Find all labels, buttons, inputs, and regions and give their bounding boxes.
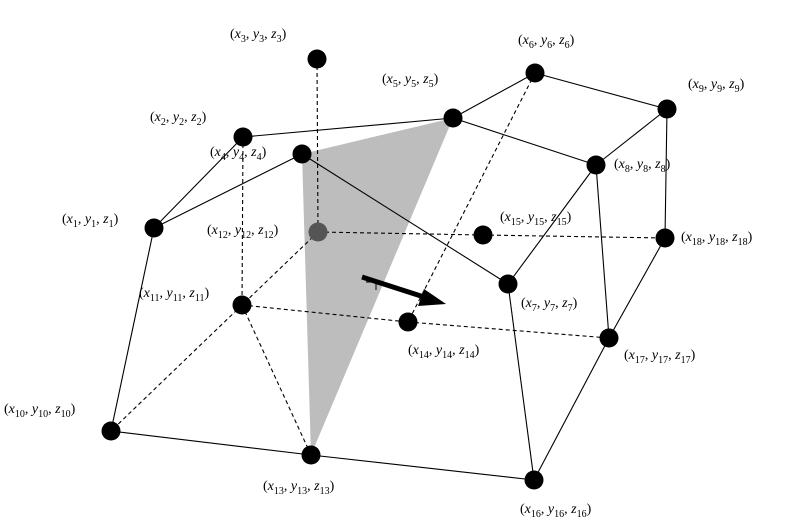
edge-solid-10-13 [110, 430, 312, 456]
edge-solid-1-4 [153, 153, 303, 229]
node-2 [233, 127, 253, 147]
node-label-17: (x17​, y17​, z17​) [624, 348, 696, 366]
edge-dashed-11-13 [241, 304, 312, 456]
node-14 [398, 312, 418, 332]
node-label-15: (x15​, y15​, z15​) [500, 210, 572, 228]
node-label-2: (x2​, y2​, z2​) [150, 110, 207, 128]
node-1 [144, 218, 164, 238]
edge-solid-17-8 [595, 164, 610, 339]
node-12 [308, 222, 328, 242]
node-label-18: (x18​, y18​, z18​) [681, 230, 753, 248]
node-label-1: (x1​, y1​, z1​) [62, 212, 119, 230]
node-label-3: (x3​, y3​, z3​) [230, 27, 287, 45]
edge-dashed-6-14 [407, 72, 536, 323]
node-13 [301, 445, 321, 465]
edge-solid-5-6 [452, 72, 536, 119]
edge-solid-8-5 [452, 117, 597, 166]
node-6 [525, 63, 545, 83]
edge-solid-2-5 [242, 117, 454, 138]
node-label-11: (x11​, y11​, z11​) [139, 286, 209, 304]
edge-dashed-2-11 [241, 136, 244, 306]
node-15 [473, 225, 493, 245]
node-8 [586, 155, 606, 175]
node-label-10: (x10​, y10​, z10​) [4, 402, 76, 420]
edge-solid-4-7 [301, 153, 509, 285]
node-label-16: (x16​, y16​, z16​) [520, 502, 592, 520]
node-label-5: (x5​, y5​, z5​) [382, 72, 439, 90]
edge-solid-18-9 [664, 108, 668, 239]
node-10 [101, 421, 121, 441]
edge-solid-7-8 [507, 164, 597, 285]
edge-dashed-12-10 [110, 231, 319, 432]
node-5 [443, 108, 463, 128]
edge-solid-9-8 [595, 108, 668, 166]
edge-solid-1-10 [110, 227, 155, 432]
node-17 [599, 328, 619, 348]
edge-solid-1-2 [153, 136, 244, 229]
edge-dashed-14-17 [407, 321, 610, 339]
node-label-6: (x6​, y6​, z6​) [518, 33, 575, 51]
node-label-4: (x4​, y4​, z4​) [210, 145, 267, 163]
node-label-14: (x14​, y14​, z14​) [408, 343, 480, 361]
node-label-9: (x9​, y9​, z9​) [688, 77, 745, 95]
edge-solid-16-17 [533, 337, 610, 481]
node-label-12: (x12​, y12​, z12​) [207, 223, 279, 241]
edge-dashed-15-18 [482, 234, 666, 239]
normal-arrow-shaft [361, 274, 425, 300]
edge-solid-16-7 [507, 283, 535, 481]
edge-dashed-3-12 [316, 58, 319, 233]
node-18 [655, 228, 675, 248]
edge-solid-6-9 [534, 72, 668, 110]
node-16 [524, 470, 544, 490]
shaded-section-face [302, 118, 453, 455]
node-7 [498, 274, 518, 294]
edge-solid-17-18 [608, 237, 666, 339]
node-4 [292, 144, 312, 164]
node-label-7: (x7​, y7​, z7​) [521, 296, 578, 314]
edge-solid-13-16 [310, 454, 535, 481]
node-9 [657, 99, 677, 119]
node-11 [232, 295, 252, 315]
node-label-13: (x13​, y13​, z13​) [263, 479, 335, 497]
node-3 [307, 49, 327, 69]
node-label-8: (x8​, y8​, z8​) [614, 157, 671, 175]
normal-arrow-head [418, 289, 446, 306]
